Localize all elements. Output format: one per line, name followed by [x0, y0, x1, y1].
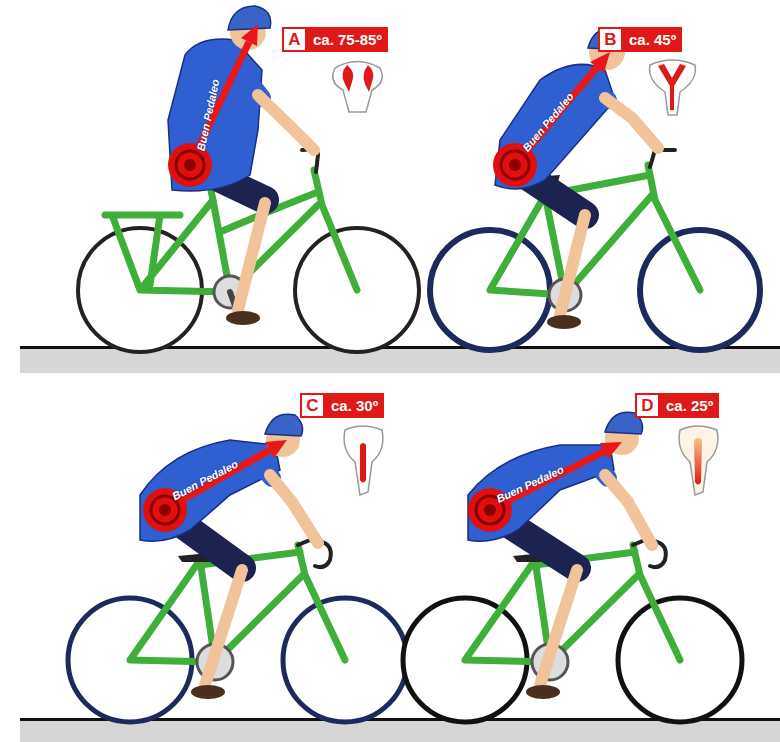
pressure-zone	[342, 65, 353, 92]
angle-arrow	[190, 42, 249, 165]
hip-target-ring	[176, 151, 204, 179]
saddle-icon	[679, 426, 718, 495]
rider-helmet	[228, 6, 271, 30]
angle-arrow	[515, 66, 598, 165]
rider-helmet	[265, 414, 303, 436]
rider-shin	[560, 215, 585, 315]
hip-target-ring	[501, 151, 529, 179]
angle-value: ca. 45º	[623, 27, 682, 52]
rider-jersey	[140, 440, 280, 541]
panel-letter: B	[598, 27, 623, 52]
angle-tag: Bca. 45º	[598, 27, 682, 52]
angle-arrow	[490, 451, 605, 510]
angle-value: ca. 30º	[325, 393, 384, 418]
arrow-head	[241, 24, 258, 46]
arrow-head	[600, 442, 622, 459]
rider-arm	[605, 98, 658, 148]
rider-arm	[605, 475, 652, 545]
hip-target-dot	[159, 504, 171, 516]
panel-letter: C	[300, 393, 325, 418]
rider-shin	[238, 203, 265, 310]
handlebar	[650, 150, 675, 167]
saddle-icon	[650, 60, 696, 115]
pressure-zone	[694, 438, 702, 485]
hip-target-dot	[509, 159, 521, 171]
rider-shoe	[526, 685, 560, 699]
rider-jersey	[495, 64, 615, 189]
arrow-head	[590, 52, 610, 73]
rider-shin	[540, 570, 577, 685]
pressure-zone	[658, 64, 686, 110]
saddle-icon	[344, 426, 383, 495]
rider-arm	[270, 475, 318, 543]
arrow-head	[265, 440, 287, 458]
panel-letter: A	[282, 27, 307, 52]
rider-jersey	[168, 39, 262, 191]
angle-value: ca. 25º	[660, 393, 719, 418]
angle-tag: Dca. 25º	[635, 393, 719, 418]
rider-shoe	[191, 685, 225, 699]
rider-shoe	[547, 315, 581, 329]
rider-shoe	[226, 311, 260, 325]
saddle-icon	[333, 62, 382, 113]
panel-letter: D	[635, 393, 660, 418]
hip-target-dot	[184, 159, 196, 171]
rider-shin	[205, 570, 242, 685]
hip-target-dot	[484, 504, 496, 516]
angle-value: ca. 75-85º	[307, 27, 388, 52]
angle-tag: Cca. 30º	[300, 393, 384, 418]
pressure-zone	[364, 65, 374, 92]
pressure-zone	[360, 443, 366, 483]
angle-tag: Aca. 75-85º	[282, 27, 388, 52]
rider-arm	[258, 95, 314, 150]
rider-jersey	[468, 445, 614, 541]
